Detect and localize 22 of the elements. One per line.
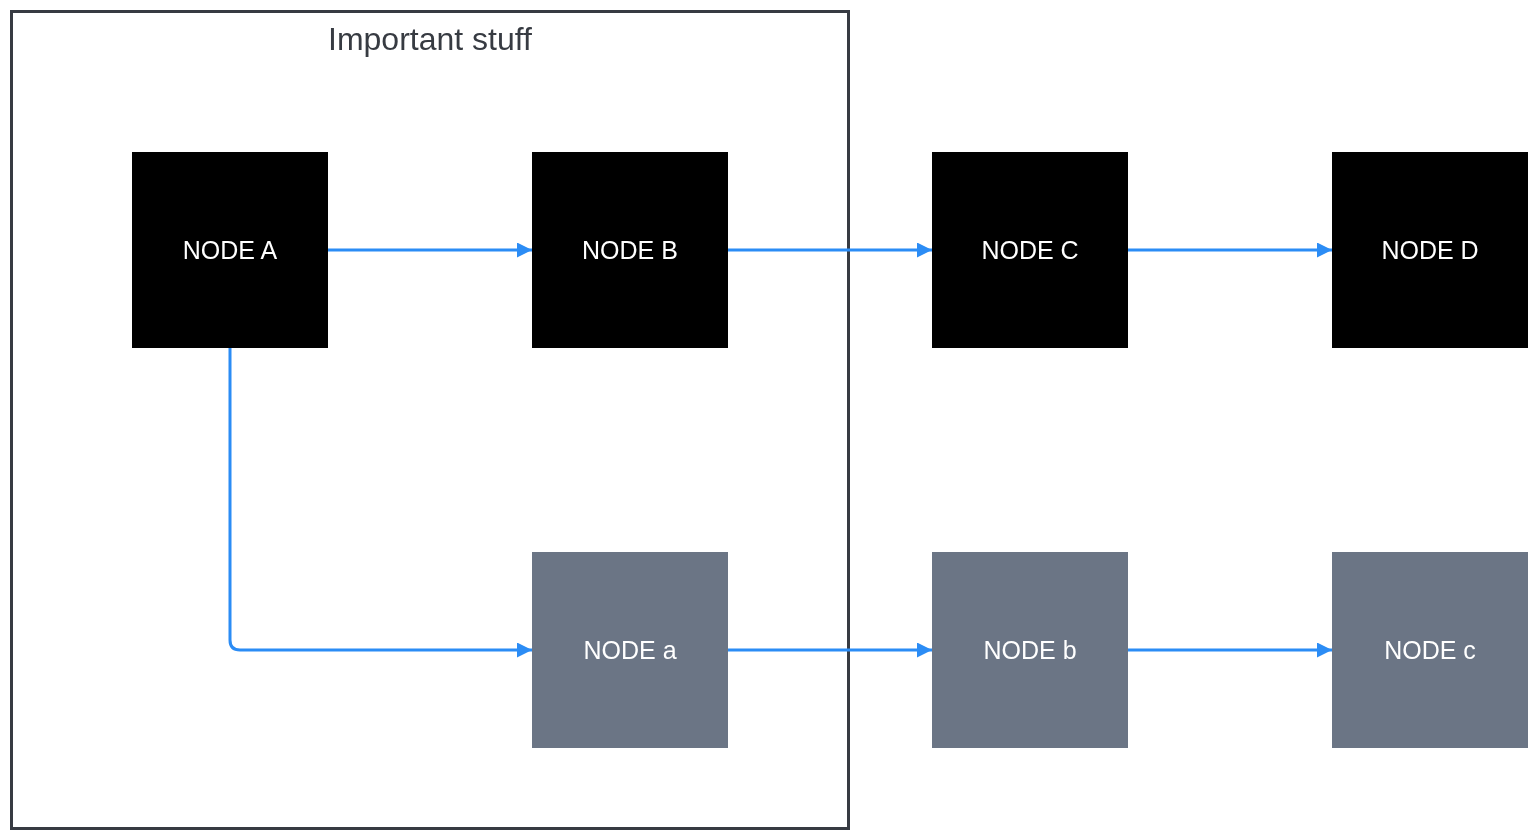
node-label: NODE b [983,635,1077,665]
group-title: Important stuff [327,21,533,58]
node-label: NODE B [582,235,678,265]
arrow [1128,242,1332,258]
node-box [532,152,728,348]
node-label: NODE a [583,635,677,665]
node-box [532,552,728,748]
node-label: NODE D [1381,235,1479,265]
node-box [932,552,1128,748]
node-label: NODE c [1384,635,1476,665]
node-label: NODE A [182,235,278,265]
arrow [228,348,532,658]
node-box [932,152,1128,348]
arrow [328,242,532,258]
group-frame [10,10,850,830]
arrow [1128,642,1332,658]
node-label: NODE C [981,235,1079,265]
arrow [728,242,932,258]
arrow [728,642,932,658]
node-box [132,152,328,348]
node-box [1332,152,1528,348]
node-box [1332,552,1528,748]
